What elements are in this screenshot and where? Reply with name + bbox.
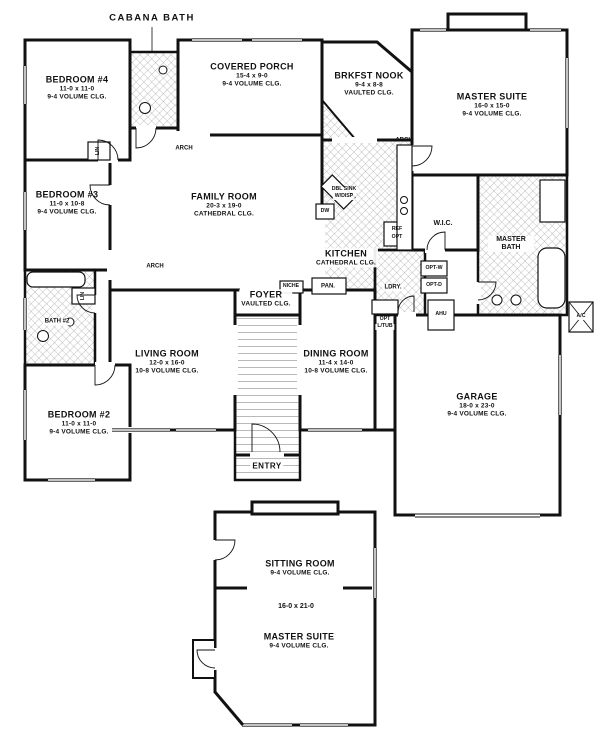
room-ceiling: 9-4 VOLUME CLG. <box>462 110 522 118</box>
room-dims: 16-0 x 15-0 <box>474 102 510 110</box>
room-ceiling: 9-4 VOLUME CLG. <box>222 80 282 88</box>
room-label-bedroom3: BEDROOM #3 11-0 x 10-8 9-4 VOLUME CLG. <box>36 189 99 217</box>
room-dims: 11-0 x 11-0 <box>59 85 95 93</box>
room-ceiling: 9-4 VOLUME CLG. <box>47 93 107 101</box>
room-label-garage: GARAGE 18-0 x 23-0 9-4 VOLUME CLG. <box>447 391 506 419</box>
opt-washer-label: OPT-W <box>425 265 443 272</box>
room-label-foyer: FOYER VAULTED CLG. <box>239 289 293 309</box>
door-swings <box>76 127 497 669</box>
room-name: FAMILY ROOM <box>191 191 257 202</box>
dbl-sink-label-line2: W/DISP <box>332 193 356 200</box>
room-label-kitchen: KITCHEN CATHEDRAL CLG. <box>314 248 378 268</box>
dishwasher-label: DW <box>318 208 332 215</box>
ref-label-line2: OPT <box>391 234 403 241</box>
room-ceiling: CATHEDRAL CLG. <box>194 210 254 218</box>
arch-label-2: ARCH <box>146 263 164 270</box>
cabana-bath-label: CABANA BATH <box>109 12 195 24</box>
room-label-master-suite: MASTER SUITE 16-0 x 15-0 9-4 VOLUME CLG. <box>457 91 528 119</box>
room-dims: 11-4 x 14-0 <box>318 359 354 367</box>
ahu-label: AHU <box>435 311 447 318</box>
room-label-master-suite-2: MASTER SUITE 9-4 VOLUME CLG. <box>264 631 335 650</box>
room-dims: 20-3 x 19-0 <box>206 202 242 210</box>
room-ceiling: 10-8 VOLUME CLG. <box>304 367 368 375</box>
room-ceiling: 10-8 VOLUME CLG. <box>135 367 199 375</box>
room-label-dining-room: DINING ROOM 11-4 x 14-0 10-8 VOLUME CLG. <box>303 348 368 376</box>
room-dims: 12-0 x 16-0 <box>149 359 185 367</box>
room-name: SITTING ROOM <box>265 558 335 569</box>
room-dims: 11-0 x 10-8 <box>49 200 85 208</box>
fixtures <box>26 141 594 333</box>
room-name: BEDROOM #3 <box>35 189 99 200</box>
room-label-brkfst-nook: BRKFST NOOK 9-4 x 8-8 VAULTED CLG. <box>334 70 403 98</box>
room-name: BEDROOM #4 <box>45 74 109 85</box>
room-ceiling: 9-4 VOLUME CLG. <box>37 208 97 216</box>
room-label-bedroom4: BEDROOM #4 11-0 x 11-0 9-4 VOLUME CLG. <box>46 74 109 102</box>
room-label-covered-porch: COVERED PORCH 15-4 x 9-0 9-4 VOLUME CLG. <box>210 61 293 89</box>
master-bath-label: MASTER BATH <box>488 235 534 253</box>
room-name: MASTER SUITE <box>456 91 528 102</box>
arch-label-1: ARCH <box>175 145 193 152</box>
room-ceiling: 9-4 VOLUME CLG. <box>270 569 330 577</box>
pantry-label: PAN. <box>319 283 337 291</box>
room-ceiling: VAULTED CLG. <box>241 300 291 308</box>
room-label-family-room: FAMILY ROOM 20-3 x 19-0 CATHEDRAL CLG. <box>191 191 257 219</box>
room-name: GARAGE <box>456 391 498 402</box>
room-dims: 11-0 x 11-0 <box>61 420 97 428</box>
entry-label: ENTRY <box>250 461 284 471</box>
room-ceiling: 9-4 VOLUME CLG. <box>447 410 507 418</box>
windows <box>23 28 569 727</box>
arch-label-3: ARCH <box>395 137 413 144</box>
wic-label: W.I.C. <box>433 219 453 227</box>
room-dims: 15-4 x 9-0 <box>236 72 268 80</box>
room-label-sitting-room: SITTING ROOM 9-4 VOLUME CLG. <box>265 558 335 577</box>
dbl-sink-label-line1: DBL SINK <box>329 186 359 193</box>
room-dims: 9-4 x 8-8 <box>355 81 383 89</box>
room-name: MASTER SUITE <box>263 631 335 642</box>
room-name: BEDROOM #2 <box>47 409 111 420</box>
room-label-bedroom2: BEDROOM #2 11-0 x 11-0 9-4 VOLUME CLG. <box>48 409 111 437</box>
ref-label-line1: REF <box>391 226 403 233</box>
niche-label: NICHE <box>282 283 300 290</box>
ac-label: A/C <box>574 313 588 320</box>
room-name: COVERED PORCH <box>210 61 294 72</box>
laundry-label: LDRY. <box>382 284 404 292</box>
room-ceiling: CATHEDRAL CLG. <box>316 259 376 267</box>
room-ceiling: 9-4 VOLUME CLG. <box>269 642 329 650</box>
master-suite2-dims: 16-0 x 21-0 <box>278 602 314 610</box>
bath2-label: BATH #2 <box>42 318 72 326</box>
opt-ltub-label-line2: L/TUB <box>375 323 395 330</box>
room-ceiling: 9-4 VOLUME CLG. <box>49 428 109 436</box>
room-name: LIVING ROOM <box>135 348 199 359</box>
room-ceiling: VAULTED CLG. <box>344 89 394 97</box>
room-name: BRKFST NOOK <box>334 70 404 81</box>
opt-dryer-label: OPT-D <box>426 282 442 289</box>
opt-ltub-label-line1: OPT <box>377 316 393 323</box>
linen-label-1: LIN <box>95 146 102 156</box>
linen-label-2: LIN <box>80 291 87 301</box>
room-label-living-room: LIVING ROOM 12-0 x 16-0 10-8 VOLUME CLG. <box>135 348 199 376</box>
room-name: FOYER <box>249 289 283 300</box>
room-dims: 18-0 x 23-0 <box>459 402 495 410</box>
room-name: KITCHEN <box>324 248 368 259</box>
room-name: DINING ROOM <box>303 348 369 359</box>
